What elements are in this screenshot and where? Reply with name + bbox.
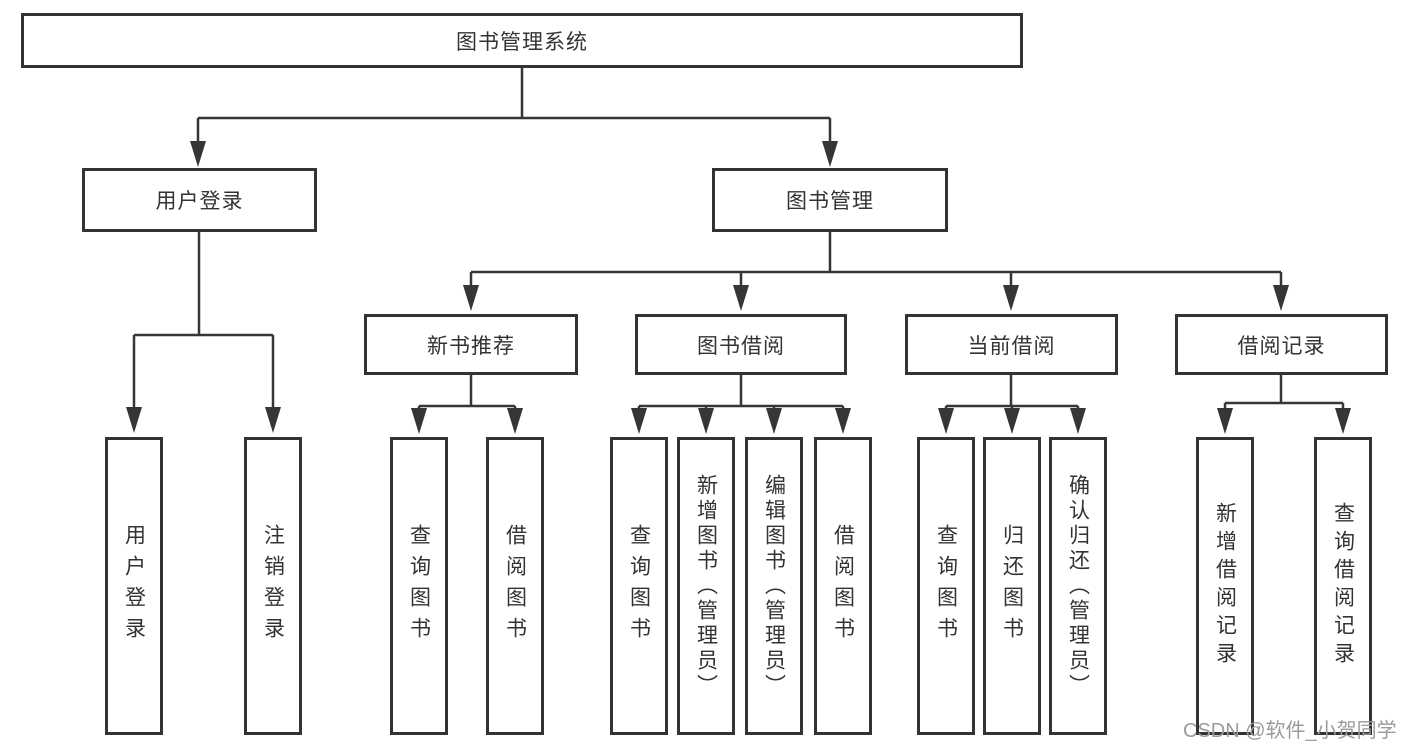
node-book-borrow: 图书借阅	[635, 314, 847, 375]
leaf-logout-label: 注销登录	[261, 524, 285, 648]
leaf-current-query-books: 查询图书	[917, 437, 975, 735]
leaf-user-login-label: 用户登录	[122, 524, 146, 648]
leaf-borrow-borrow-books: 借阅图书	[814, 437, 872, 735]
leaf-records-add-record: 新增借阅记录	[1196, 437, 1254, 735]
leaf-current-return-books: 归还图书	[983, 437, 1041, 735]
leaf-borrow-add-books-admin: 新增图书（管理员）	[677, 437, 735, 735]
leaf-recommend-borrow-books: 借阅图书	[486, 437, 544, 735]
csdn-watermark: CSDN @软件_小贺同学	[1183, 720, 1397, 742]
leaf-recommend-query-books-label: 查询图书	[407, 524, 431, 648]
node-new-book-recommend: 新书推荐	[364, 314, 578, 375]
leaf-borrow-query-books: 查询图书	[610, 437, 668, 735]
node-book-management-label: 图书管理	[786, 190, 874, 213]
node-root: 图书管理系统	[21, 13, 1023, 68]
node-user-login: 用户登录	[82, 168, 317, 232]
node-current-borrow-label: 当前借阅	[967, 334, 1056, 358]
leaf-current-query-books-label: 查询图书	[934, 524, 958, 648]
leaf-borrow-query-books-label: 查询图书	[627, 524, 651, 648]
leaf-records-query-record-label: 查询借阅记录	[1331, 502, 1355, 670]
leaf-current-confirm-return-admin-label: 确认归还（管理员）	[1066, 473, 1090, 699]
leaf-recommend-query-books: 查询图书	[390, 437, 448, 735]
node-user-login-label: 用户登录	[155, 190, 244, 213]
node-book-borrow-label: 图书借阅	[697, 334, 785, 358]
arrowheads	[126, 141, 1351, 434]
leaf-borrow-edit-books-admin-label: 编辑图书（管理员）	[762, 473, 786, 699]
leaf-user-login: 用户登录	[105, 437, 163, 735]
leaf-records-add-record-label: 新增借阅记录	[1213, 502, 1237, 670]
leaf-current-confirm-return-admin: 确认归还（管理员）	[1049, 437, 1107, 735]
node-book-management: 图书管理	[712, 168, 948, 232]
node-borrow-records-label: 借阅记录	[1237, 334, 1326, 358]
node-borrow-records: 借阅记录	[1175, 314, 1388, 375]
leaf-borrow-add-books-admin-label: 新增图书（管理员）	[694, 473, 718, 699]
leaf-recommend-borrow-books-label: 借阅图书	[503, 524, 527, 648]
node-current-borrow: 当前借阅	[905, 314, 1118, 375]
node-root-label: 图书管理系统	[456, 30, 588, 54]
leaf-borrow-borrow-books-label: 借阅图书	[831, 524, 855, 648]
leaf-borrow-edit-books-admin: 编辑图书（管理员）	[745, 437, 803, 735]
leaf-logout: 注销登录	[244, 437, 302, 735]
leaf-current-return-books-label: 归还图书	[1000, 524, 1024, 648]
node-new-book-recommend-label: 新书推荐	[427, 334, 515, 358]
leaf-records-query-record: 查询借阅记录	[1314, 437, 1372, 735]
